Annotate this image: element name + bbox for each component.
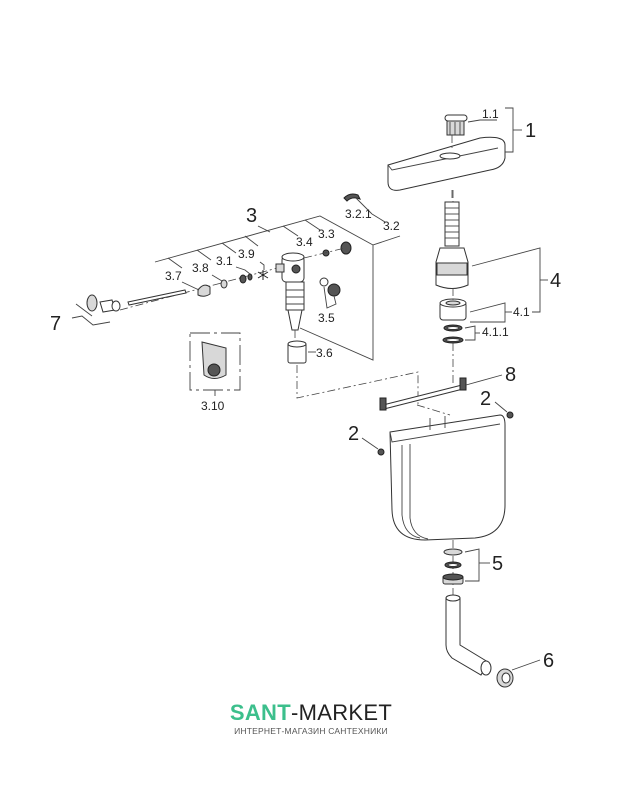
callout-7: 7 <box>50 313 61 335</box>
part-3-8-ring <box>220 279 228 289</box>
callout-5: 5 <box>492 553 503 575</box>
callout-2-left: 2 <box>348 423 359 445</box>
callout-3-8: 3.8 <box>192 261 209 275</box>
flush-pipe <box>445 594 492 676</box>
callout-3-1: 3.1 <box>216 254 233 268</box>
part-3-2-1-clip <box>343 193 362 202</box>
callout-3-5: 3.5 <box>318 311 335 325</box>
part-3-9-filter <box>257 270 269 280</box>
callout-3-6: 3.6 <box>316 346 333 360</box>
part-3-5-seal-and-disc <box>319 277 341 297</box>
callout-3: 3 <box>246 205 257 227</box>
part-7-angle-valve <box>86 289 187 313</box>
callout-3-2-1: 3.2.1 <box>345 207 372 221</box>
part-4-1-1-seals <box>442 324 464 344</box>
brand-accent: SANT <box>229 700 291 725</box>
callout-1: 1 <box>525 120 536 142</box>
cistern-tank <box>389 414 506 541</box>
callout-3-4: 3.4 <box>296 235 313 249</box>
part-8-mounting-bar <box>379 377 467 411</box>
part-4-flush-valve <box>435 201 469 289</box>
part-6-connector <box>496 668 514 688</box>
callout-3-9: 3.9 <box>238 247 255 261</box>
part-1-cover <box>387 114 506 200</box>
part-2-screw-right <box>506 411 514 419</box>
brand-rest: -MARKET <box>290 700 393 725</box>
callout-3-2: 3.2 <box>383 219 400 233</box>
part-3-10-package <box>189 332 241 391</box>
part-3-7-nut <box>197 284 211 297</box>
callout-3-3: 3.3 <box>318 227 335 241</box>
part-4-1-seat <box>439 298 467 321</box>
callout-3-7: 3.7 <box>165 269 182 283</box>
part-3-1-washers <box>239 273 253 284</box>
part-1-1-button <box>444 114 468 136</box>
part-3-3-cap <box>340 241 352 255</box>
part-3-fill-valve <box>275 252 305 342</box>
callout-4-1-1: 4.1.1 <box>482 325 509 339</box>
part-3-6-float <box>287 340 307 364</box>
callout-3-10: 3.10 <box>201 399 225 413</box>
part-2-screw-left <box>377 448 385 456</box>
part-5-seals <box>442 548 464 585</box>
callout-6: 6 <box>543 650 554 672</box>
watermark-tagline: ИНТЕРНЕТ-МАГАЗИН САНТЕХНИКИ <box>234 726 388 736</box>
callout-8: 8 <box>505 364 516 386</box>
watermark-brand: SANT-MARKET <box>0 700 622 726</box>
callout-4-1: 4.1 <box>513 305 530 319</box>
callout-1-1: 1.1 <box>482 107 499 121</box>
callout-4: 4 <box>550 270 561 292</box>
callout-2-right: 2 <box>480 388 491 410</box>
